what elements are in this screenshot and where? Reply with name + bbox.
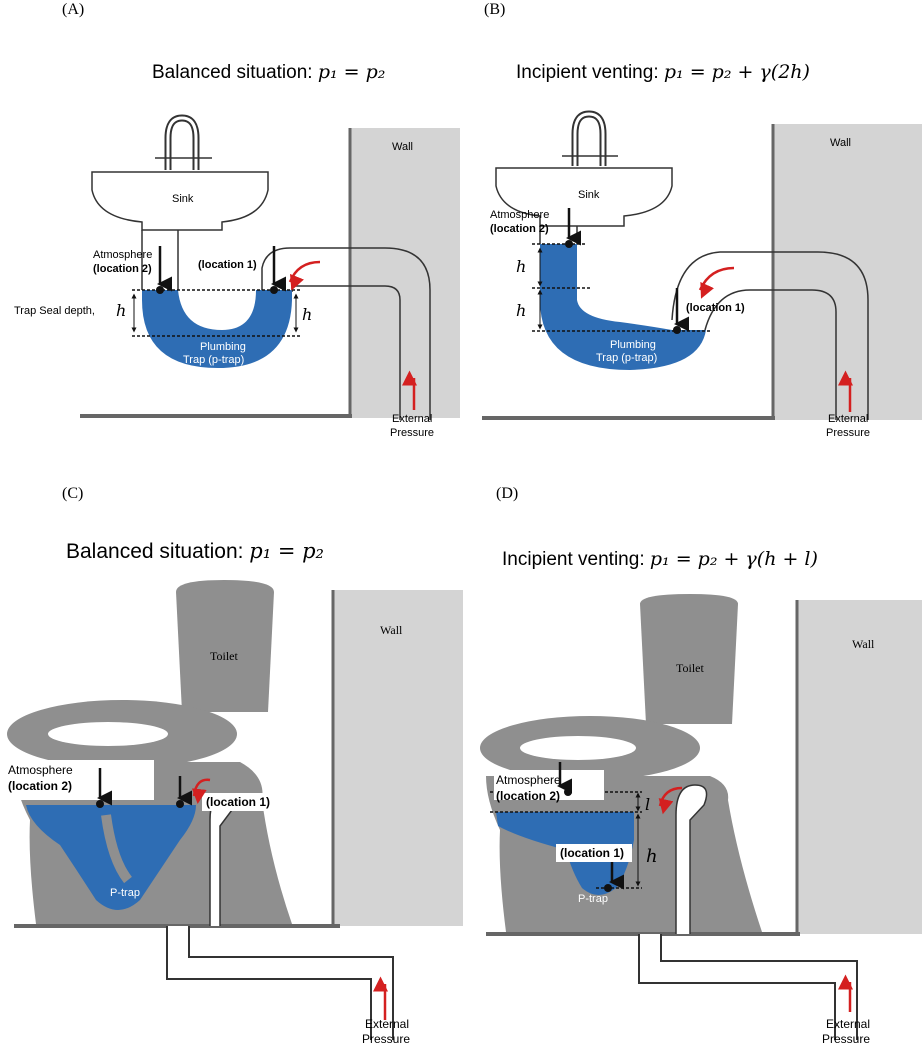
panel-a-trap-line2: Trap (p-trap): [183, 354, 244, 366]
panel-d-location2: (location 2): [496, 789, 560, 803]
panel-b-sink-label: Sink: [578, 189, 600, 201]
panel-d-location1: (location 1): [560, 846, 624, 860]
panel-b-tag: (B): [484, 1, 505, 18]
panel-b-trap-water: [540, 244, 706, 370]
panel-d-trap-label: P-trap: [578, 893, 608, 905]
panel-b-trap-line1: Plumbing: [610, 339, 656, 351]
panel-b-trap-line2: Trap (p-trap): [596, 352, 657, 364]
panel-d-h-label: h: [646, 846, 658, 867]
panel-c-trap-label: P-trap: [110, 887, 140, 899]
panel-a-atmosphere: Atmosphere: [93, 249, 152, 261]
panel-c: (C) Balanced situation: p₁ = p₂ Wall Toi…: [4, 485, 463, 1046]
panel-a-title: Balanced situation: p₁ = p₂: [152, 61, 385, 83]
panel-c-ext1: External: [365, 1017, 409, 1031]
panel-d-l-label: l: [645, 795, 650, 814]
panel-a-ext2: Pressure: [390, 427, 434, 439]
panel-d-ext1: External: [826, 1017, 870, 1031]
panel-a-h-right: h: [302, 305, 312, 324]
panel-d-title: Incipient venting: p₁ = p₂ + γ(h + l): [502, 548, 818, 570]
panel-a-trap-seal-label: Trap Seal depth,: [14, 305, 95, 317]
panel-c-ext2: Pressure: [362, 1032, 410, 1046]
panel-a-sink: [91, 171, 269, 231]
panel-c-location1-point: [176, 800, 184, 808]
panel-c-wall: [333, 590, 463, 926]
panel-d-wall-label: Wall: [852, 637, 875, 651]
panel-b-ext1: External: [828, 413, 868, 425]
panel-d-location1-point: [604, 884, 612, 892]
panel-a-wall: [350, 128, 460, 418]
panel-d-wall: [797, 600, 922, 934]
panel-b-title: Incipient venting: p₁ = p₂ + γ(2h): [516, 61, 810, 83]
panel-d-toilet: [480, 594, 762, 932]
panel-c-location1: (location 1): [206, 795, 270, 809]
panel-d: (D) Incipient venting: p₁ = p₂ + γ(h + l…: [480, 485, 922, 1046]
panel-c-title: Balanced situation: p₁ = p₂: [66, 539, 324, 563]
panel-b-h-lower: h: [516, 301, 526, 320]
panel-a-tag: (A): [62, 1, 84, 18]
panel-d-toilet-label: Toilet: [676, 661, 704, 675]
panel-b-atmosphere: Atmosphere: [490, 209, 549, 221]
panel-c-location2-point: [96, 800, 104, 808]
panel-b-location2: (location 2): [490, 223, 549, 235]
panel-a: (A) Balanced situation: p₁ = p₂ Wall Sin…: [14, 1, 460, 439]
panel-b-location2-point: [565, 240, 573, 248]
panel-c-toilet-label: Toilet: [210, 649, 238, 663]
panel-a-location2: (location 2): [93, 263, 152, 275]
panel-a-h-left: h: [116, 301, 126, 320]
panel-d-atmosphere: Atmosphere: [496, 773, 561, 787]
panel-a-trap-water: [142, 290, 292, 368]
panel-b: (B) Incipient venting: p₁ = p₂ + γ(2h) W…: [482, 1, 922, 439]
panel-b-location1: (location 1): [686, 302, 745, 314]
panel-c-location2: (location 2): [8, 779, 72, 793]
panel-c-tag: (C): [62, 485, 83, 502]
panel-a-location2-point: [156, 286, 164, 294]
panel-c-wall-label: Wall: [380, 623, 403, 637]
panel-c-atmosphere: Atmosphere: [8, 763, 73, 777]
panel-d-trap-water: [496, 812, 634, 895]
panel-a-ext1: External: [392, 413, 432, 425]
panel-d-tag: (D): [496, 485, 518, 502]
panel-a-sink-label: Sink: [172, 193, 194, 205]
panel-a-wall-label: Wall: [392, 141, 413, 153]
panel-a-location1: (location 1): [198, 259, 257, 271]
panel-b-sink: [495, 167, 673, 227]
panel-b-wall: [773, 124, 922, 420]
panel-a-location1-point: [270, 286, 278, 294]
panel-d-location2-point: [564, 788, 572, 796]
panel-b-wall-label: Wall: [830, 137, 851, 149]
panel-b-ext2: Pressure: [826, 427, 870, 439]
panel-d-ext2: Pressure: [822, 1032, 870, 1046]
panel-b-location1-point: [673, 326, 681, 334]
panel-a-trap-line1: Plumbing: [200, 341, 246, 353]
panel-b-h-upper: h: [516, 257, 526, 276]
